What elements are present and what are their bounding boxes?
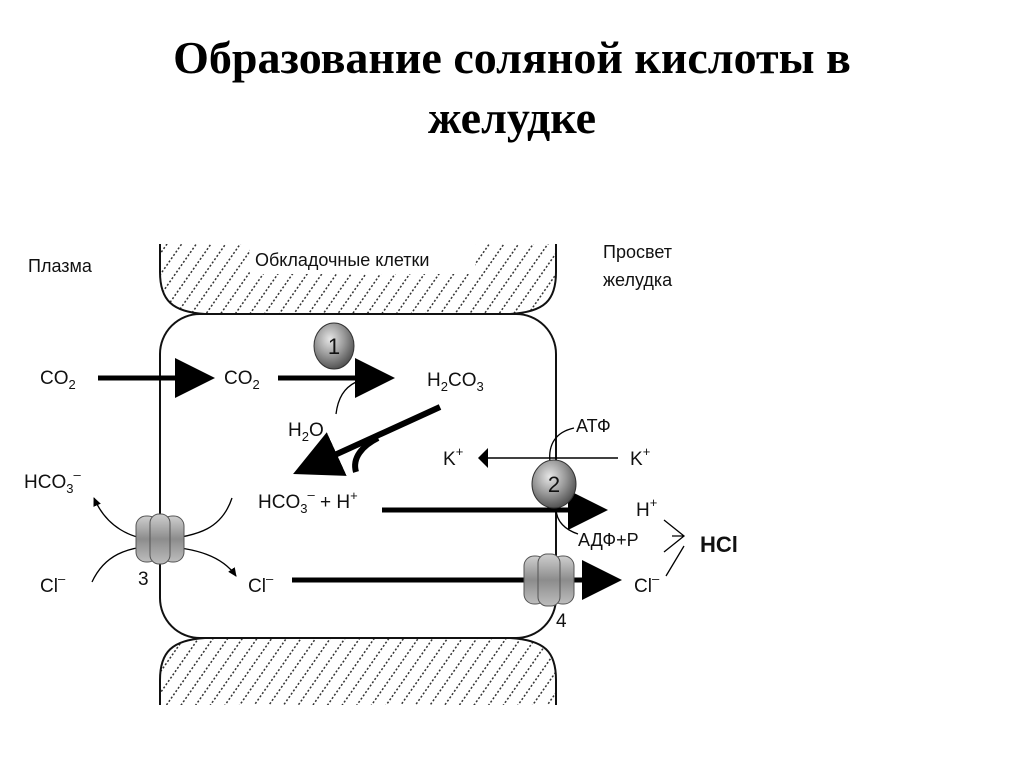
- marker-2: 2: [548, 472, 560, 497]
- label-cl-plasma: Cl–: [40, 571, 66, 597]
- label-plasma: Плазма: [28, 256, 93, 276]
- label-hco3-plasma: HCO3–: [24, 467, 81, 496]
- proton-pump-marker: 2: [531, 459, 577, 509]
- marker-4: 4: [556, 611, 567, 632]
- label-parietal-cells: Обкладочные клетки: [255, 250, 429, 270]
- title-line-1: Образование соляной кислоты в: [173, 32, 851, 83]
- k-arrow-head: [478, 448, 488, 468]
- label-h-lumen: H+: [636, 495, 657, 521]
- label-h2co3: H2CO3: [427, 370, 484, 394]
- marker-1: 1: [328, 334, 340, 359]
- label-k-cell: K+: [443, 444, 463, 470]
- chloride-channel: [523, 553, 575, 607]
- label-cl-lumen: Cl–: [634, 571, 660, 597]
- label-hcl: HCl: [700, 532, 738, 557]
- label-lumen-line-1: Просвет: [603, 242, 672, 262]
- hcl-bracket: [663, 519, 686, 577]
- marker-3: 3: [138, 569, 149, 590]
- label-co2-plasma: CO2: [40, 368, 76, 392]
- dissociation-hook: [352, 435, 380, 473]
- label-hco3-cell: HCO3– + H+: [258, 487, 358, 516]
- adp-curve: [555, 507, 579, 535]
- lower-neighbour-cell: [159, 637, 557, 705]
- label-adp: АДФ+Р: [578, 530, 639, 550]
- label-k-lumen: K+: [630, 444, 650, 470]
- label-atp: АТФ: [576, 416, 611, 436]
- h2o-join-curve: [335, 381, 357, 415]
- label-lumen-line-2: желудка: [603, 270, 673, 290]
- label-cl-cell: Cl–: [248, 571, 274, 597]
- parietal-cell-membrane: [159, 313, 557, 639]
- atp-curve: [549, 427, 575, 463]
- label-co2-cell: CO2: [224, 368, 260, 392]
- page-title: Образование соляной кислоты в желудке: [0, 28, 1024, 148]
- anion-exchanger-channel: [135, 513, 185, 565]
- carbonic-anhydrase-marker: 1: [313, 322, 355, 370]
- title-line-2: желудке: [427, 92, 597, 143]
